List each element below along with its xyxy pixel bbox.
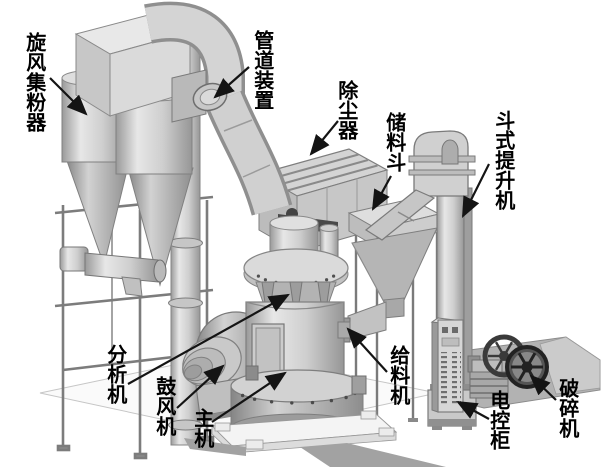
arrow-main-unit	[211, 371, 287, 423]
arrow-control-cabinet	[456, 400, 490, 420]
label-pipe-device: 管道装置	[250, 30, 275, 110]
crusher-unit	[467, 334, 549, 399]
arrow-pipe-device	[213, 66, 250, 99]
label-electric-control-cabinet: 电控柜	[486, 390, 511, 450]
label-crusher: 破碎机	[555, 378, 580, 438]
ground-path	[184, 438, 446, 467]
control-cabinet-unit	[430, 317, 465, 413]
label-main-unit: 主机	[190, 408, 215, 448]
base-bolts	[240, 391, 357, 405]
label-analyzer: 分析机	[103, 344, 128, 404]
label-bucket-elevator: 斗式提升机	[491, 110, 516, 210]
pipe-device-unit	[144, 1, 293, 216]
label-cyclone-collector: 旋风集粉器	[22, 32, 47, 132]
label-dust-collector: 除尘器	[334, 80, 359, 140]
cyclone-collector-unit	[59, 12, 194, 297]
arrow-crusher	[529, 374, 557, 401]
label-feeder: 给料机	[386, 345, 411, 405]
arrow-dust-collector	[309, 120, 339, 156]
label-storage-hopper: 储料斗	[382, 112, 407, 172]
label-blower: 鼓风机	[152, 376, 177, 436]
arrow-storage-hopper	[371, 175, 392, 211]
flywheel-front	[505, 345, 549, 389]
main-mill-unit	[210, 208, 398, 454]
arrow-blower	[176, 364, 225, 409]
arrow-analyzer	[127, 293, 290, 385]
arrow-bucket-elevator	[462, 163, 490, 218]
arrow-feeder	[346, 327, 388, 373]
arrow-cyclone-collector	[49, 77, 88, 116]
